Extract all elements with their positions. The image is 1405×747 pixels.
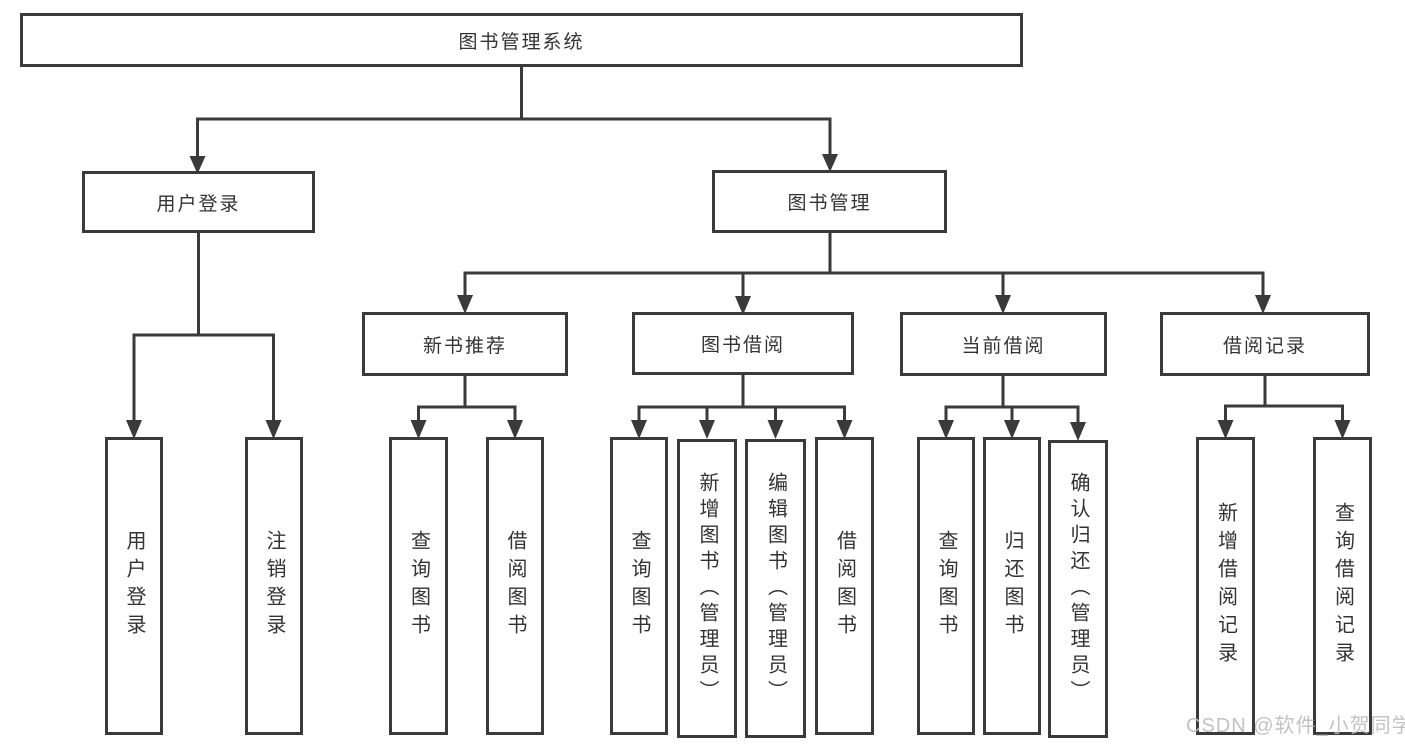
- leaf-query-borrow-record: 查询借阅记录: [1313, 437, 1372, 735]
- leaf-edit-books-admin-label: 编辑图书（管理员）: [764, 471, 787, 706]
- node-borrow-records-label: 借阅记录: [1222, 335, 1307, 357]
- csdn-watermark: CSDN @软件_小贺同学: [1186, 715, 1405, 737]
- leaf-recommend-query-books: 查询图书: [389, 437, 448, 735]
- leaf-recommend-query-books-label: 查询图书: [407, 530, 430, 642]
- node-book-management: 图书管理: [712, 170, 947, 233]
- leaf-add-books-admin-label: 新增图书（管理员）: [696, 471, 718, 706]
- leaf-logout-label: 注销登录: [263, 530, 285, 642]
- leaf-borrow-query-books: 查询图书: [610, 437, 668, 735]
- leaf-add-borrow-record-label: 新增借阅记录: [1214, 502, 1237, 670]
- node-new-book-recommend: 新书推荐: [362, 312, 568, 376]
- leaf-borrow-books-label: 借阅图书: [833, 530, 856, 642]
- leaf-user-login: 用户登录: [105, 437, 163, 735]
- leaf-logout: 注销登录: [245, 437, 303, 735]
- leaf-current-query-books: 查询图书: [917, 437, 975, 735]
- node-current-borrow: 当前借阅: [900, 312, 1107, 376]
- leaf-confirm-return-admin: 确认归还（管理员）: [1048, 440, 1108, 738]
- leaf-recommend-borrow-books: 借阅图书: [486, 437, 544, 735]
- leaf-add-books-admin: 新增图书（管理员）: [677, 439, 737, 738]
- node-new-book-recommend-label: 新书推荐: [422, 335, 507, 357]
- leaf-return-books: 归还图书: [983, 437, 1041, 735]
- leaf-recommend-borrow-books-label: 借阅图书: [504, 530, 526, 642]
- node-current-borrow-label: 当前借阅: [961, 335, 1046, 357]
- leaf-user-login-label: 用户登录: [123, 530, 145, 642]
- leaf-query-borrow-record-label: 查询借阅记录: [1331, 502, 1354, 670]
- leaf-edit-books-admin: 编辑图书（管理员）: [745, 439, 806, 738]
- node-user-login-branch: 用户登录: [82, 171, 315, 233]
- leaf-return-books-label: 归还图书: [1001, 530, 1023, 642]
- node-user-login-branch-label: 用户登录: [156, 193, 241, 215]
- leaf-borrow-query-books-label: 查询图书: [628, 530, 650, 642]
- node-book-management-label: 图书管理: [787, 193, 872, 214]
- leaf-confirm-return-admin-label: 确认归还（管理员）: [1067, 472, 1089, 706]
- node-root: 图书管理系统: [20, 13, 1023, 67]
- node-book-borrow: 图书借阅: [632, 312, 854, 375]
- node-borrow-records: 借阅记录: [1160, 312, 1370, 376]
- node-book-borrow-label: 图书借阅: [700, 335, 785, 356]
- leaf-current-query-books-label: 查询图书: [935, 530, 957, 642]
- leaf-borrow-books: 借阅图书: [815, 437, 874, 735]
- node-root-label: 图书管理系统: [458, 31, 585, 53]
- leaf-add-borrow-record: 新增借阅记录: [1196, 437, 1255, 735]
